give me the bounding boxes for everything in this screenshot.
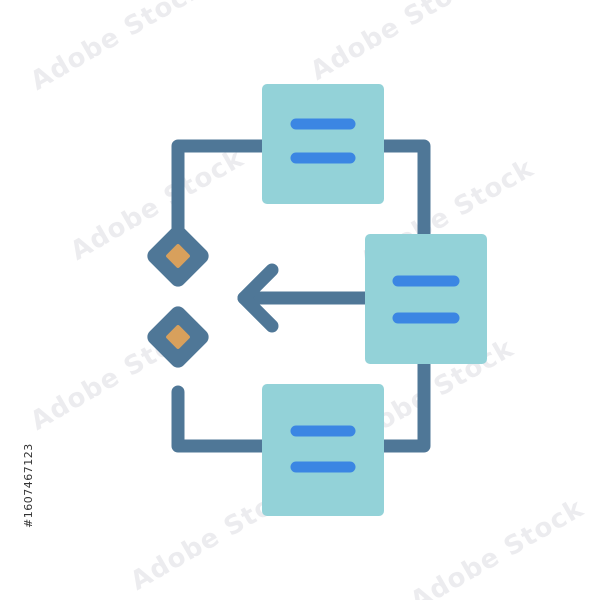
document-lines-icon xyxy=(365,234,487,364)
connector-top-right xyxy=(375,139,431,243)
document-lines-icon xyxy=(262,384,384,516)
decision-diamond-top-center xyxy=(166,244,190,268)
process-box-right xyxy=(365,234,487,364)
connector-bottom-left xyxy=(171,385,271,453)
process-box-bottom xyxy=(262,384,384,516)
decision-diamond-bottom-center xyxy=(166,325,190,349)
document-lines-icon xyxy=(262,84,384,204)
process-box-top xyxy=(262,84,384,204)
diamond-decision-icon xyxy=(147,225,209,287)
connector-bottom-right xyxy=(375,357,431,453)
diamond-decision-icon xyxy=(147,306,209,368)
connector-lines xyxy=(171,139,431,453)
connector-top-left xyxy=(171,139,271,237)
arrow-head xyxy=(237,263,279,333)
arrow-left-icon xyxy=(237,263,375,333)
